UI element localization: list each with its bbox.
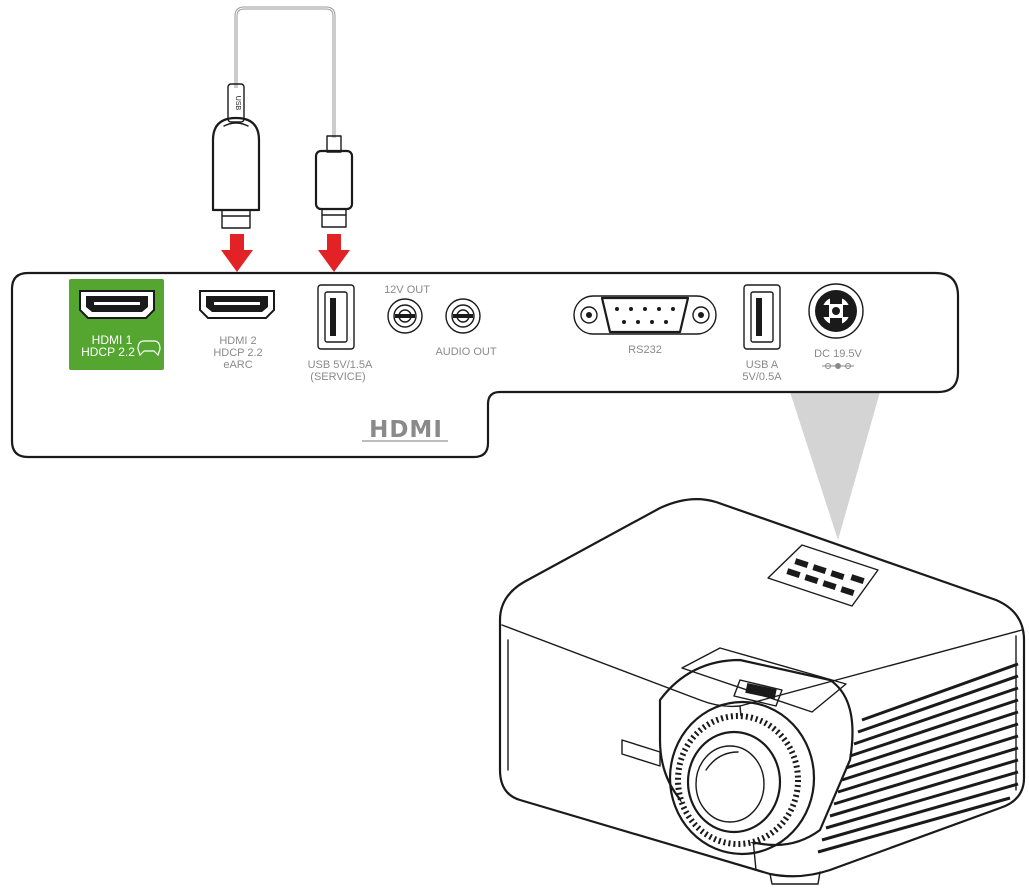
dongle-strain-relief (227, 83, 245, 123)
usb-service-label-line1: USB 5V/1.5A (308, 359, 373, 371)
rear-panel (10, 271, 960, 459)
hdmi-dongle (211, 116, 261, 212)
projection-beam-lower (792, 394, 878, 538)
hdmi1-label-line1: HDMI 1 (92, 333, 133, 347)
usb-insert-arrow (318, 234, 350, 272)
audio-out-label: AUDIO OUT (435, 346, 496, 358)
usb-a-port[interactable] (743, 284, 781, 350)
usb-a-label-line1: USB A (746, 359, 779, 371)
dongle-label: USB (234, 96, 241, 111)
dc-polarity-icon (822, 363, 854, 369)
hdmi2-label-line2: HDCP 2.2 (213, 347, 262, 359)
hdmi1-label-line2: HDCP 2.2 (81, 345, 135, 359)
usb-plug-collar (326, 135, 342, 153)
lens-glass (695, 745, 765, 823)
audio-out-jack[interactable] (445, 298, 481, 334)
usb-service-label-line2: (SERVICE) (310, 371, 365, 383)
hdmi2-label-line1: HDMI 2 (219, 335, 256, 347)
dongle-hdmi-plug (221, 209, 251, 229)
keypad (767, 544, 879, 607)
hdmi2-label-line3: eARC (223, 359, 252, 371)
rs232-port[interactable] (573, 295, 717, 335)
12v-out-jack[interactable] (387, 298, 423, 334)
12v-out-label: 12V OUT (384, 284, 430, 296)
hdmi-logo: HDMI (369, 417, 443, 443)
rs232-label: RS232 (628, 344, 662, 356)
hdmi2-insert-arrow (221, 234, 253, 272)
usb-cable (234, 6, 336, 138)
usb-a-label-line2: 5V/0.5A (742, 371, 782, 383)
usb-service-port[interactable] (317, 284, 355, 350)
usb-plug (314, 149, 354, 211)
usb-plug-tip (321, 208, 347, 228)
gamepad-icon (137, 340, 161, 357)
dc-power-port[interactable] (808, 283, 864, 339)
dc-label: DC 19.5V (814, 348, 862, 360)
projector (498, 497, 1026, 885)
